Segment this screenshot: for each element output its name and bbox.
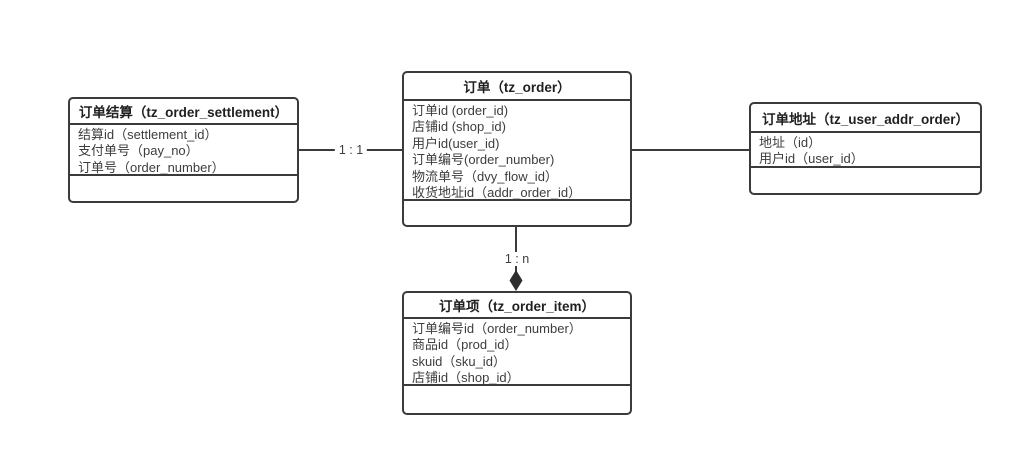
table-empty-section [404, 201, 630, 225]
field-row: 物流单号（dvy_flow_id） [412, 168, 558, 184]
field-row: 店铺id（shop_id） [412, 370, 520, 386]
connector-order-addr [632, 149, 749, 151]
table-empty-section [70, 176, 297, 201]
table-tz-order-settlement: 订单结算（tz_order_settlement） 结算id（settlemen… [68, 97, 299, 203]
field-row: 订单编号id（order_number） [412, 321, 582, 336]
table-tz-user-addr-order: 订单地址（tz_user_addr_order） 地址（id） 用户id（use… [749, 102, 982, 195]
field-row: skuid（sku_id） [412, 353, 506, 369]
field-row: 店铺id (shop_id) [412, 119, 506, 135]
table-title: 订单地址（tz_user_addr_order） [751, 104, 980, 133]
table-tz-order: 订单（tz_order） 订单id (order_id) 店铺id (shop_… [402, 71, 632, 227]
field-row: 订单号（order_number） [78, 159, 225, 175]
table-title: 订单结算（tz_order_settlement） [70, 99, 297, 125]
table-fields: 结算id（settlement_id） 支付单号（pay_no） 订单号（ord… [70, 125, 297, 176]
table-title: 订单项（tz_order_item） [404, 293, 630, 319]
field-row: 结算id（settlement_id） [78, 127, 218, 142]
table-fields: 订单编号id（order_number） 商品id（prod_id） skuid… [404, 319, 630, 386]
relation-label-1-n: 1 : n [500, 252, 534, 266]
field-row: 订单编号(order_number) [412, 152, 555, 168]
table-empty-section [751, 168, 980, 193]
field-row: 商品id（prod_id） [412, 337, 518, 353]
field-row: 用户id(user_id) [412, 135, 500, 151]
table-empty-section [404, 386, 630, 413]
field-row: 地址（id） [759, 135, 822, 150]
field-row: 支付单号（pay_no） [78, 143, 199, 159]
relation-label-1-1: 1 : 1 [334, 143, 368, 157]
connector-order-item [515, 227, 517, 272]
filled-diamond-arrow-icon [509, 270, 523, 291]
field-row: 订单id (order_id) [412, 103, 509, 118]
field-row: 用户id（user_id） [759, 151, 864, 167]
table-tz-order-item: 订单项（tz_order_item） 订单编号id（order_number） … [402, 291, 632, 415]
field-row: 收货地址id（addr_order_id） [412, 185, 582, 201]
table-fields: 地址（id） 用户id（user_id） [751, 133, 980, 168]
table-title: 订单（tz_order） [404, 73, 630, 101]
table-fields: 订单id (order_id) 店铺id (shop_id) 用户id(user… [404, 101, 630, 201]
